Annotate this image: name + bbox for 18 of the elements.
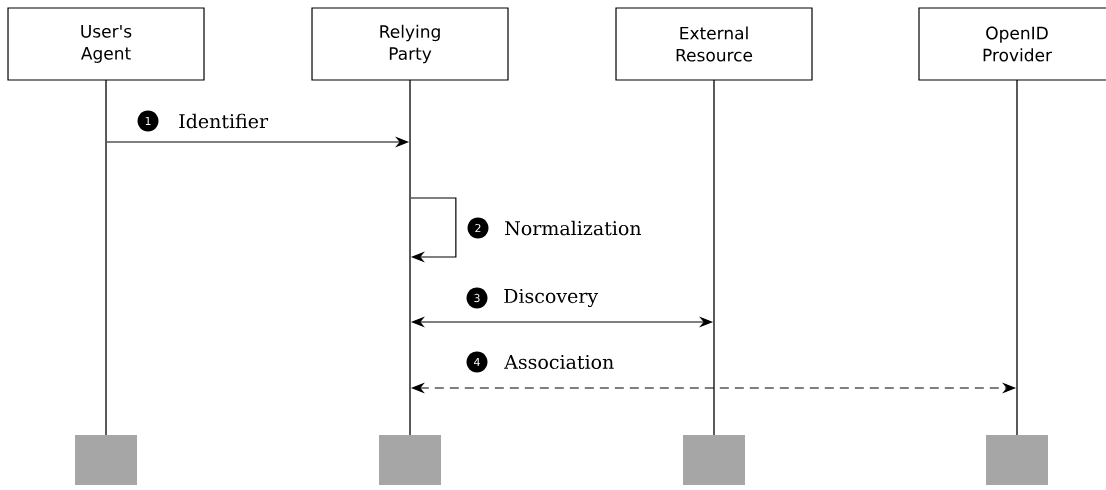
blurred-box xyxy=(683,435,745,485)
participant-box: User's Agent xyxy=(7,7,205,81)
edge-label: Normalization xyxy=(505,220,642,236)
participant-box: Relying Party xyxy=(311,7,509,81)
step-number-badge: 3 xyxy=(466,287,488,309)
blurred-box xyxy=(379,435,441,485)
blurred-box xyxy=(75,435,137,485)
edge-label: Discovery xyxy=(504,288,599,308)
message-arrow xyxy=(410,197,457,263)
edge-label: Identifier xyxy=(179,113,269,129)
lifeline xyxy=(105,80,107,435)
step-number-badge: 4 xyxy=(466,351,488,373)
step-number-badge: 1 xyxy=(137,110,159,132)
edge-label: Association xyxy=(504,354,614,370)
step-number-badge: 2 xyxy=(467,217,489,239)
participant-box: External Resource xyxy=(615,7,813,81)
participant-box: OpenID Provider xyxy=(918,7,1106,81)
blurred-box xyxy=(986,435,1048,485)
